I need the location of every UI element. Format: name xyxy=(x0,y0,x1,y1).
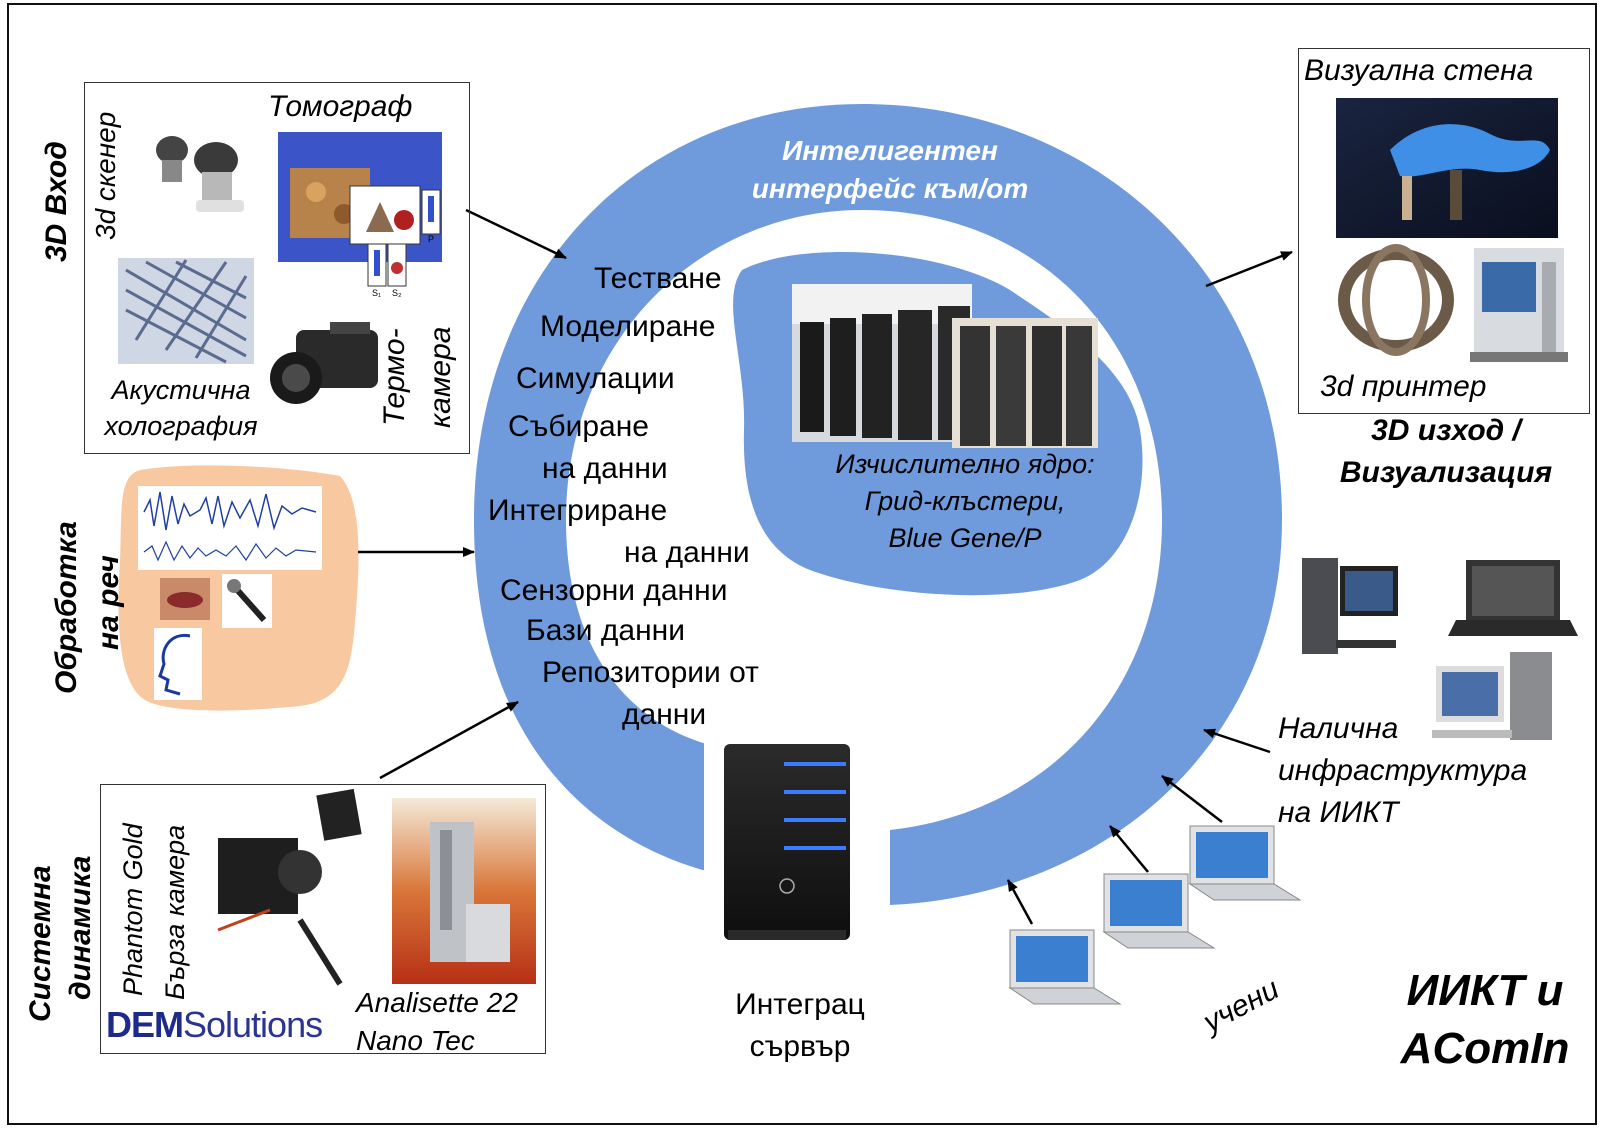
arrow-dynamics xyxy=(379,700,519,780)
acoustic-line-2: холография xyxy=(104,411,258,441)
3d-printer-illustration xyxy=(1470,248,1568,362)
infrastructure-line-3: на ИИКТ xyxy=(1278,796,1399,829)
3d-input-box xyxy=(84,82,470,454)
scanner-label: 3d скенер xyxy=(90,111,121,240)
analisette-label: Analisette 22 Nano Tec xyxy=(356,984,518,1060)
ring-heading-line-1: Интелигентен xyxy=(782,135,998,166)
ring-item-databases: Бази данни xyxy=(526,614,685,647)
integration-server-label: Интеграц сървър xyxy=(690,984,910,1068)
speech-title-line-2: на реч xyxy=(92,555,125,650)
ring-item-collection: Събиране xyxy=(508,410,649,443)
acoustic-holography-label: Акустична холография xyxy=(86,372,276,444)
ring-item-integration: Интегриране xyxy=(488,494,668,527)
arrow-infrastructure xyxy=(1203,728,1271,754)
phantom-gold-label: Phantom Gold xyxy=(118,823,148,996)
integration-server-line-1: Интеграц xyxy=(735,988,865,1021)
acoustic-line-1: Акустична xyxy=(111,375,251,405)
core-line-1: Изчислително ядро: xyxy=(835,449,1095,479)
tomograph-photo xyxy=(278,132,442,262)
dem-logo-bold: DEM xyxy=(106,1004,184,1045)
ring-item-integration-data: на данни xyxy=(624,536,750,569)
visual-wall-label: Визуална стена xyxy=(1304,54,1534,87)
cluster-rack-photo xyxy=(952,318,1098,448)
ring-item-sensor-data: Сензорни данни xyxy=(500,574,728,607)
thermo-line-1: Термо- xyxy=(378,328,411,426)
supercomputer-photo xyxy=(792,284,972,442)
waveform-illustration xyxy=(138,486,322,570)
3d-output-line-1: 3D изход / xyxy=(1371,414,1521,447)
ring-item-modeling: Моделиране xyxy=(540,310,716,343)
ring-item-repositories-data: данни xyxy=(622,698,707,731)
laptop-dark xyxy=(1448,560,1578,636)
visual-wall-photo xyxy=(1336,98,1558,238)
infrastructure-label: Налична инфраструктура на ИИКТ xyxy=(1278,708,1527,834)
analisette-line-2: Nano Tec xyxy=(356,1025,475,1056)
acomin-line-1: ИИКТ и xyxy=(1406,966,1564,1015)
arrow-laptop-3 xyxy=(1161,775,1223,823)
inset-p-label: P xyxy=(428,234,435,244)
compute-core-label: Изчислително ядро: Грид-клъстери, Blue G… xyxy=(800,446,1130,557)
knot-sculpture-illustration xyxy=(1338,244,1454,356)
3d-printer-label: 3d принтер xyxy=(1320,370,1487,403)
infrastructure-line-2: инфраструктура xyxy=(1278,754,1528,787)
desktop-pc-2 xyxy=(1432,652,1552,740)
acoustic-photo xyxy=(118,258,254,364)
tomograph-inset xyxy=(367,243,407,287)
arrow-laptop-1 xyxy=(1006,879,1034,925)
analisette-line-1: Analisette 22 xyxy=(356,987,518,1018)
tomograph-label: Томограф xyxy=(268,90,413,123)
acomin-title: ИИКТ и AComIn xyxy=(1380,962,1590,1078)
lips-illustration xyxy=(160,578,210,620)
head-profile-illustration xyxy=(154,628,202,700)
arrow-output xyxy=(1205,250,1293,288)
core-line-2: Грид-клъстери, xyxy=(864,486,1066,516)
ring-heading: Интелигентен интерфейс към/от ядрото xyxy=(690,132,1090,246)
thermo-line-2: камера xyxy=(424,326,457,428)
speech-title-line-1: Обработка xyxy=(50,521,83,694)
infrastructure-line-1: Налична xyxy=(1278,712,1399,745)
dynamics-title-line-1: Системна xyxy=(24,865,57,1022)
fast-camera-label: Бърза камера xyxy=(160,824,190,1000)
thermo-camera-illustration xyxy=(270,322,378,404)
ring-item-repositories: Репозитории от xyxy=(542,656,759,689)
desktop-pc-1 xyxy=(1302,558,1398,654)
integration-server-illustration xyxy=(704,734,864,964)
scanner-illustration xyxy=(156,136,244,212)
analisette-photo xyxy=(392,798,536,984)
high-speed-camera-illustration xyxy=(217,788,362,986)
scientist-laptop-2 xyxy=(1102,873,1216,949)
core-line-3: Blue Gene/P xyxy=(888,523,1042,553)
scientist-laptop-3 xyxy=(1188,825,1302,901)
integration-server-line-2: сървър xyxy=(749,1030,851,1063)
scientist-laptop-1 xyxy=(1008,929,1122,1005)
outer-frame xyxy=(7,3,1597,1125)
output-box xyxy=(1298,48,1590,414)
ring-heading-line-2: интерфейс към/от xyxy=(751,173,1029,204)
ring-item-simulations: Симулации xyxy=(516,362,675,395)
microphone-illustration xyxy=(222,574,272,628)
inset-s1-label: S₁ xyxy=(372,288,382,298)
dynamics-box xyxy=(100,784,546,1054)
ring-heading-line-3: ядрото xyxy=(835,211,945,242)
dem-solutions-logo: DEMSolutions xyxy=(106,1004,323,1046)
3d-output-line-2: Визуализация xyxy=(1339,456,1553,489)
ring-item-testing: Тестване xyxy=(594,262,722,295)
acomin-line-2: AComIn xyxy=(1400,1024,1570,1073)
3d-output-title: 3D изход / Визуализация xyxy=(1316,410,1576,494)
ring-item-collection-data: на данни xyxy=(542,452,668,485)
arrow-laptop-2 xyxy=(1109,825,1149,873)
inset-s2-label: S₂ xyxy=(392,288,402,298)
3d-input-title: 3D Вход xyxy=(40,141,73,262)
dem-logo-light: Solutions xyxy=(183,1004,323,1045)
arrow-3d-input xyxy=(465,208,567,260)
dynamics-title-line-2: динамика xyxy=(64,855,97,1000)
